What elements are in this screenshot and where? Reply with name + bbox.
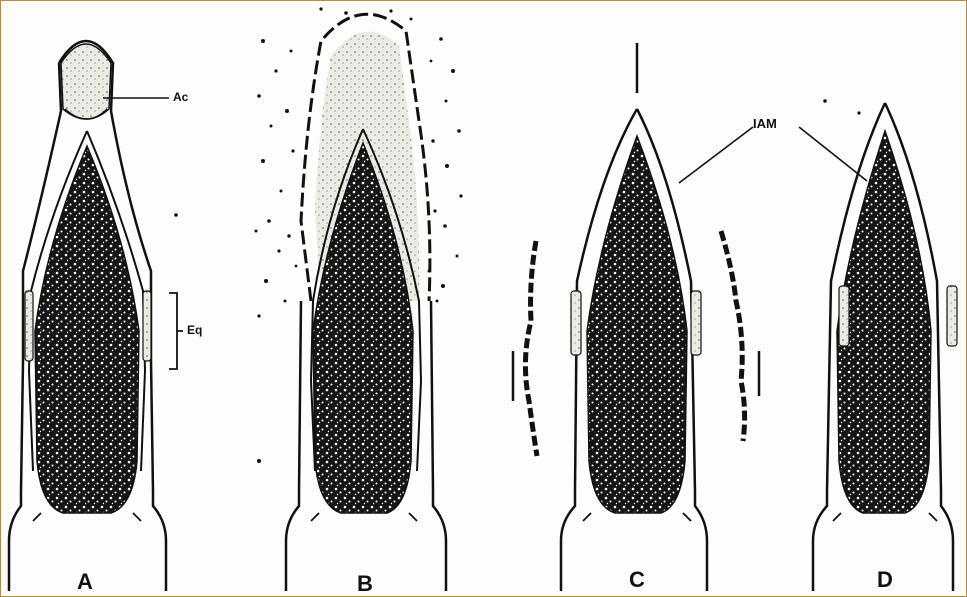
panel-a-equatorial-segment-left [25, 291, 33, 361]
panel-label-b: B [357, 573, 373, 595]
panel-a-sperm-head [9, 41, 183, 591]
label-equatorial-segment: Eq [187, 324, 202, 336]
label-acrosome: Ac [173, 91, 188, 103]
panel-b-sperm-head [255, 7, 463, 591]
panel-c-equatorial-segment-right [691, 291, 701, 355]
panel-label-c: C [629, 569, 645, 591]
panel-d-equatorial-segment-left [839, 286, 849, 346]
panel-a-equatorial-segment-right [143, 291, 151, 361]
panel-label-a: A [77, 571, 93, 593]
label-inner-acrosomal-membrane: IAM [753, 117, 777, 130]
iam-pointer-left [679, 127, 753, 183]
panel-a-nucleus [35, 146, 139, 513]
panel-c-acrosomal-shroud-right [721, 231, 745, 441]
panel-c-equatorial-segment-left [571, 291, 581, 355]
iam-pointer-right [799, 127, 867, 181]
panel-d-equatorial-segment-right [947, 286, 957, 346]
panel-c-acrosomal-shroud-left [525, 241, 537, 456]
panel-c-sperm-head [513, 43, 759, 591]
panel-d-sperm-head [799, 103, 957, 591]
panel-label-d: D [877, 569, 893, 591]
panel-a-acrosome [61, 44, 111, 119]
